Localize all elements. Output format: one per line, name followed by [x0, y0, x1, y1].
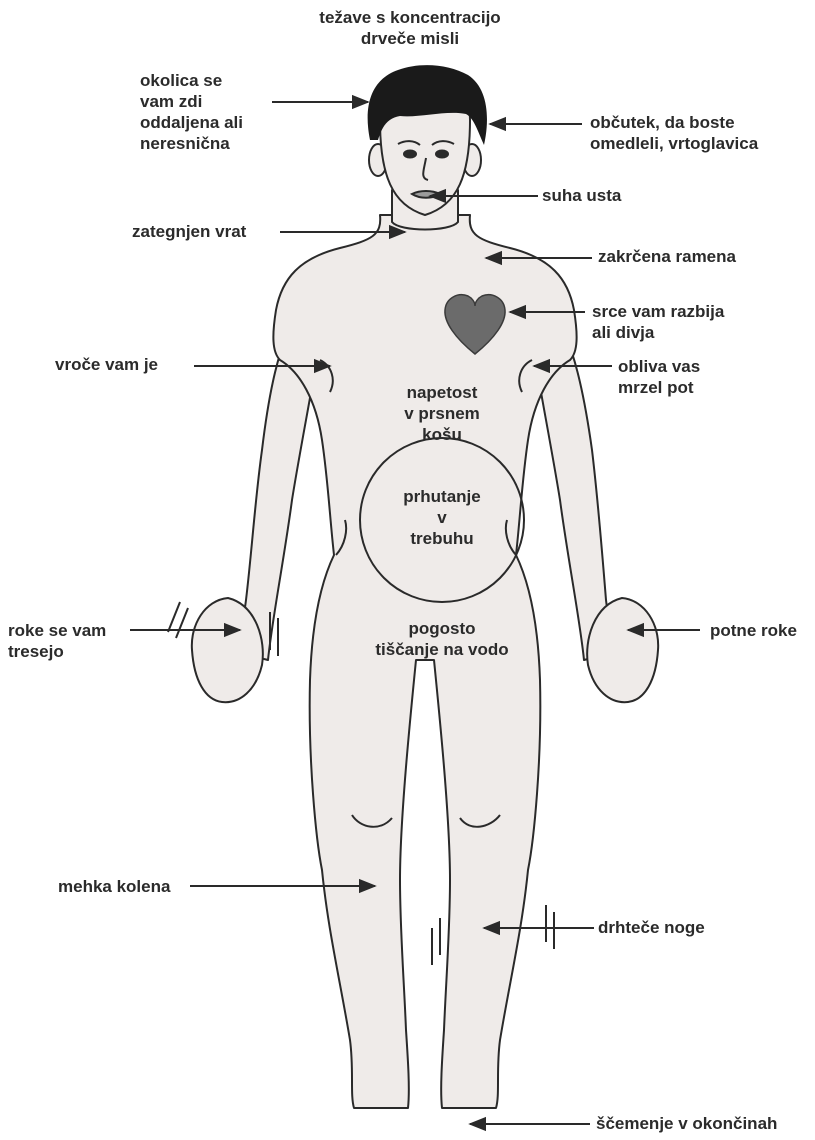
- label-dry-mouth: suha usta: [542, 185, 621, 206]
- body-figure-icon: [192, 75, 658, 1108]
- label-stomach: prhutanje v trebuhu: [372, 486, 512, 549]
- label-sweaty-hands: potne roke: [710, 620, 797, 641]
- label-tingling: ščemenje v okončinah: [596, 1113, 777, 1134]
- label-urination: pogosto tiščanje na vodo: [342, 618, 542, 660]
- label-surroundings: okolica se vam zdi oddaljena ali neresni…: [140, 70, 243, 154]
- label-legs: drhteče noge: [598, 917, 705, 938]
- label-sweat: obliva vas mrzel pot: [618, 356, 700, 398]
- label-chest: napetost v prsnem košu: [372, 382, 512, 445]
- label-knees: mehka kolena: [58, 876, 170, 897]
- label-faint: občutek, da boste omedleli, vrtoglavica: [590, 112, 758, 154]
- label-heart: srce vam razbija ali divja: [592, 301, 724, 343]
- label-tense-neck: zategnjen vrat: [132, 221, 246, 242]
- label-concentration: težave s koncentracijo drveče misli: [310, 7, 510, 49]
- label-shoulders: zakrčena ramena: [598, 246, 736, 267]
- label-hot: vroče vam je: [55, 354, 158, 375]
- label-shaking-hands: roke se vam tresejo: [8, 620, 106, 662]
